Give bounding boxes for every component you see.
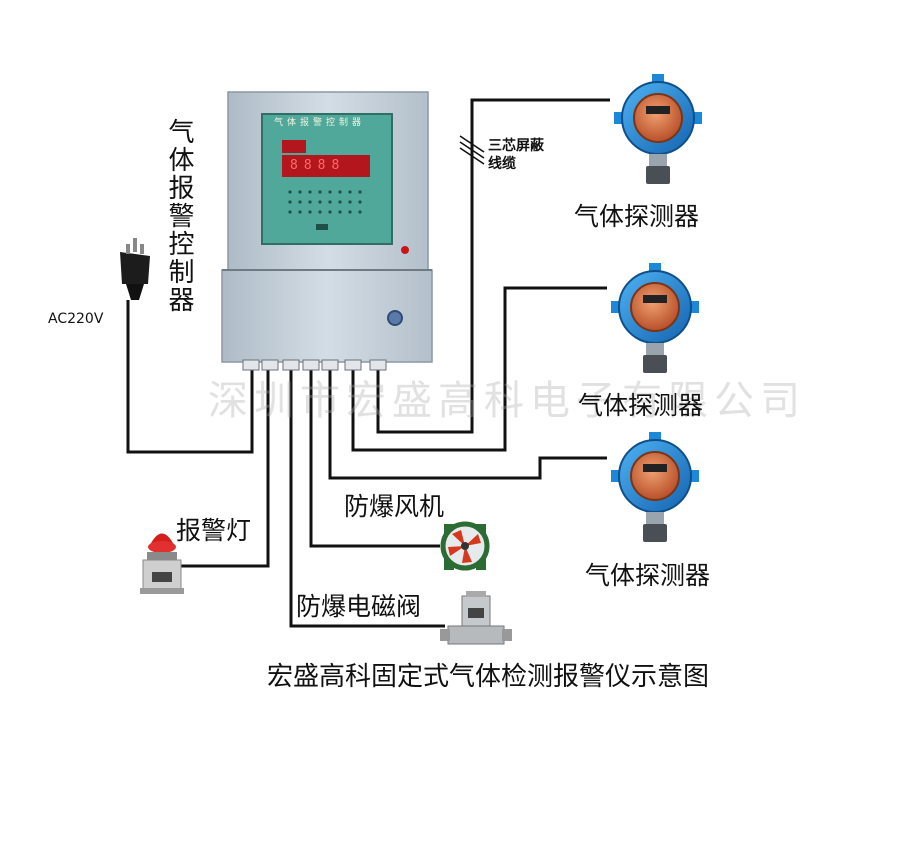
controller-label: 气体报警控制器: [164, 118, 194, 314]
alarm-light-icon: [140, 533, 184, 594]
wire-valve: [289, 360, 445, 628]
wire-fan: [309, 360, 440, 548]
cable-hatch-marks: [459, 135, 485, 165]
power-label: AC220V: [48, 311, 104, 327]
wire-detector-2: [351, 286, 607, 452]
power-plug-icon: [120, 238, 150, 300]
wire-detector-3: [328, 360, 607, 480]
gas-detector-3: [611, 432, 699, 542]
cable-glands: [242, 359, 387, 371]
wires: [126, 98, 610, 628]
detector-1-label: 气体探测器: [574, 202, 700, 231]
fan-label: 防爆风机: [344, 492, 445, 521]
fan-icon: [440, 521, 490, 571]
controller-display-small: [282, 140, 306, 153]
controller-display-digits: 8888: [290, 158, 346, 173]
solenoid-valve-icon: [440, 591, 512, 645]
wire-detector-1: [376, 98, 610, 434]
detector-2-label: 气体探测器: [578, 391, 704, 420]
gas-detector-2: [611, 263, 699, 373]
cable-label-line1: 三芯屏蔽: [488, 138, 544, 154]
watermark-text: 深圳市宏盛高科电子有限公司: [208, 378, 806, 424]
wire-alarm-light: [180, 360, 270, 568]
detector-3-label: 气体探测器: [585, 561, 711, 590]
alarm-light-label: 报警灯: [176, 516, 252, 545]
controller-led-grid: [288, 190, 362, 230]
controller-power-led: [401, 246, 409, 254]
cable-label-line2: 线缆: [488, 156, 516, 172]
controller-key-lock: [387, 310, 403, 326]
diagram-caption: 宏盛高科固定式气体检测报警仪示意图: [267, 662, 710, 692]
gas-detector-1: [614, 74, 702, 184]
controller-screen: [261, 113, 393, 245]
valve-label: 防爆电磁阀: [296, 592, 422, 621]
power-wire: [126, 300, 254, 454]
controller-panel-title: 气体报警控制器: [274, 118, 366, 128]
controller-cabinet: [221, 91, 433, 371]
controller-display-main: [282, 155, 370, 177]
